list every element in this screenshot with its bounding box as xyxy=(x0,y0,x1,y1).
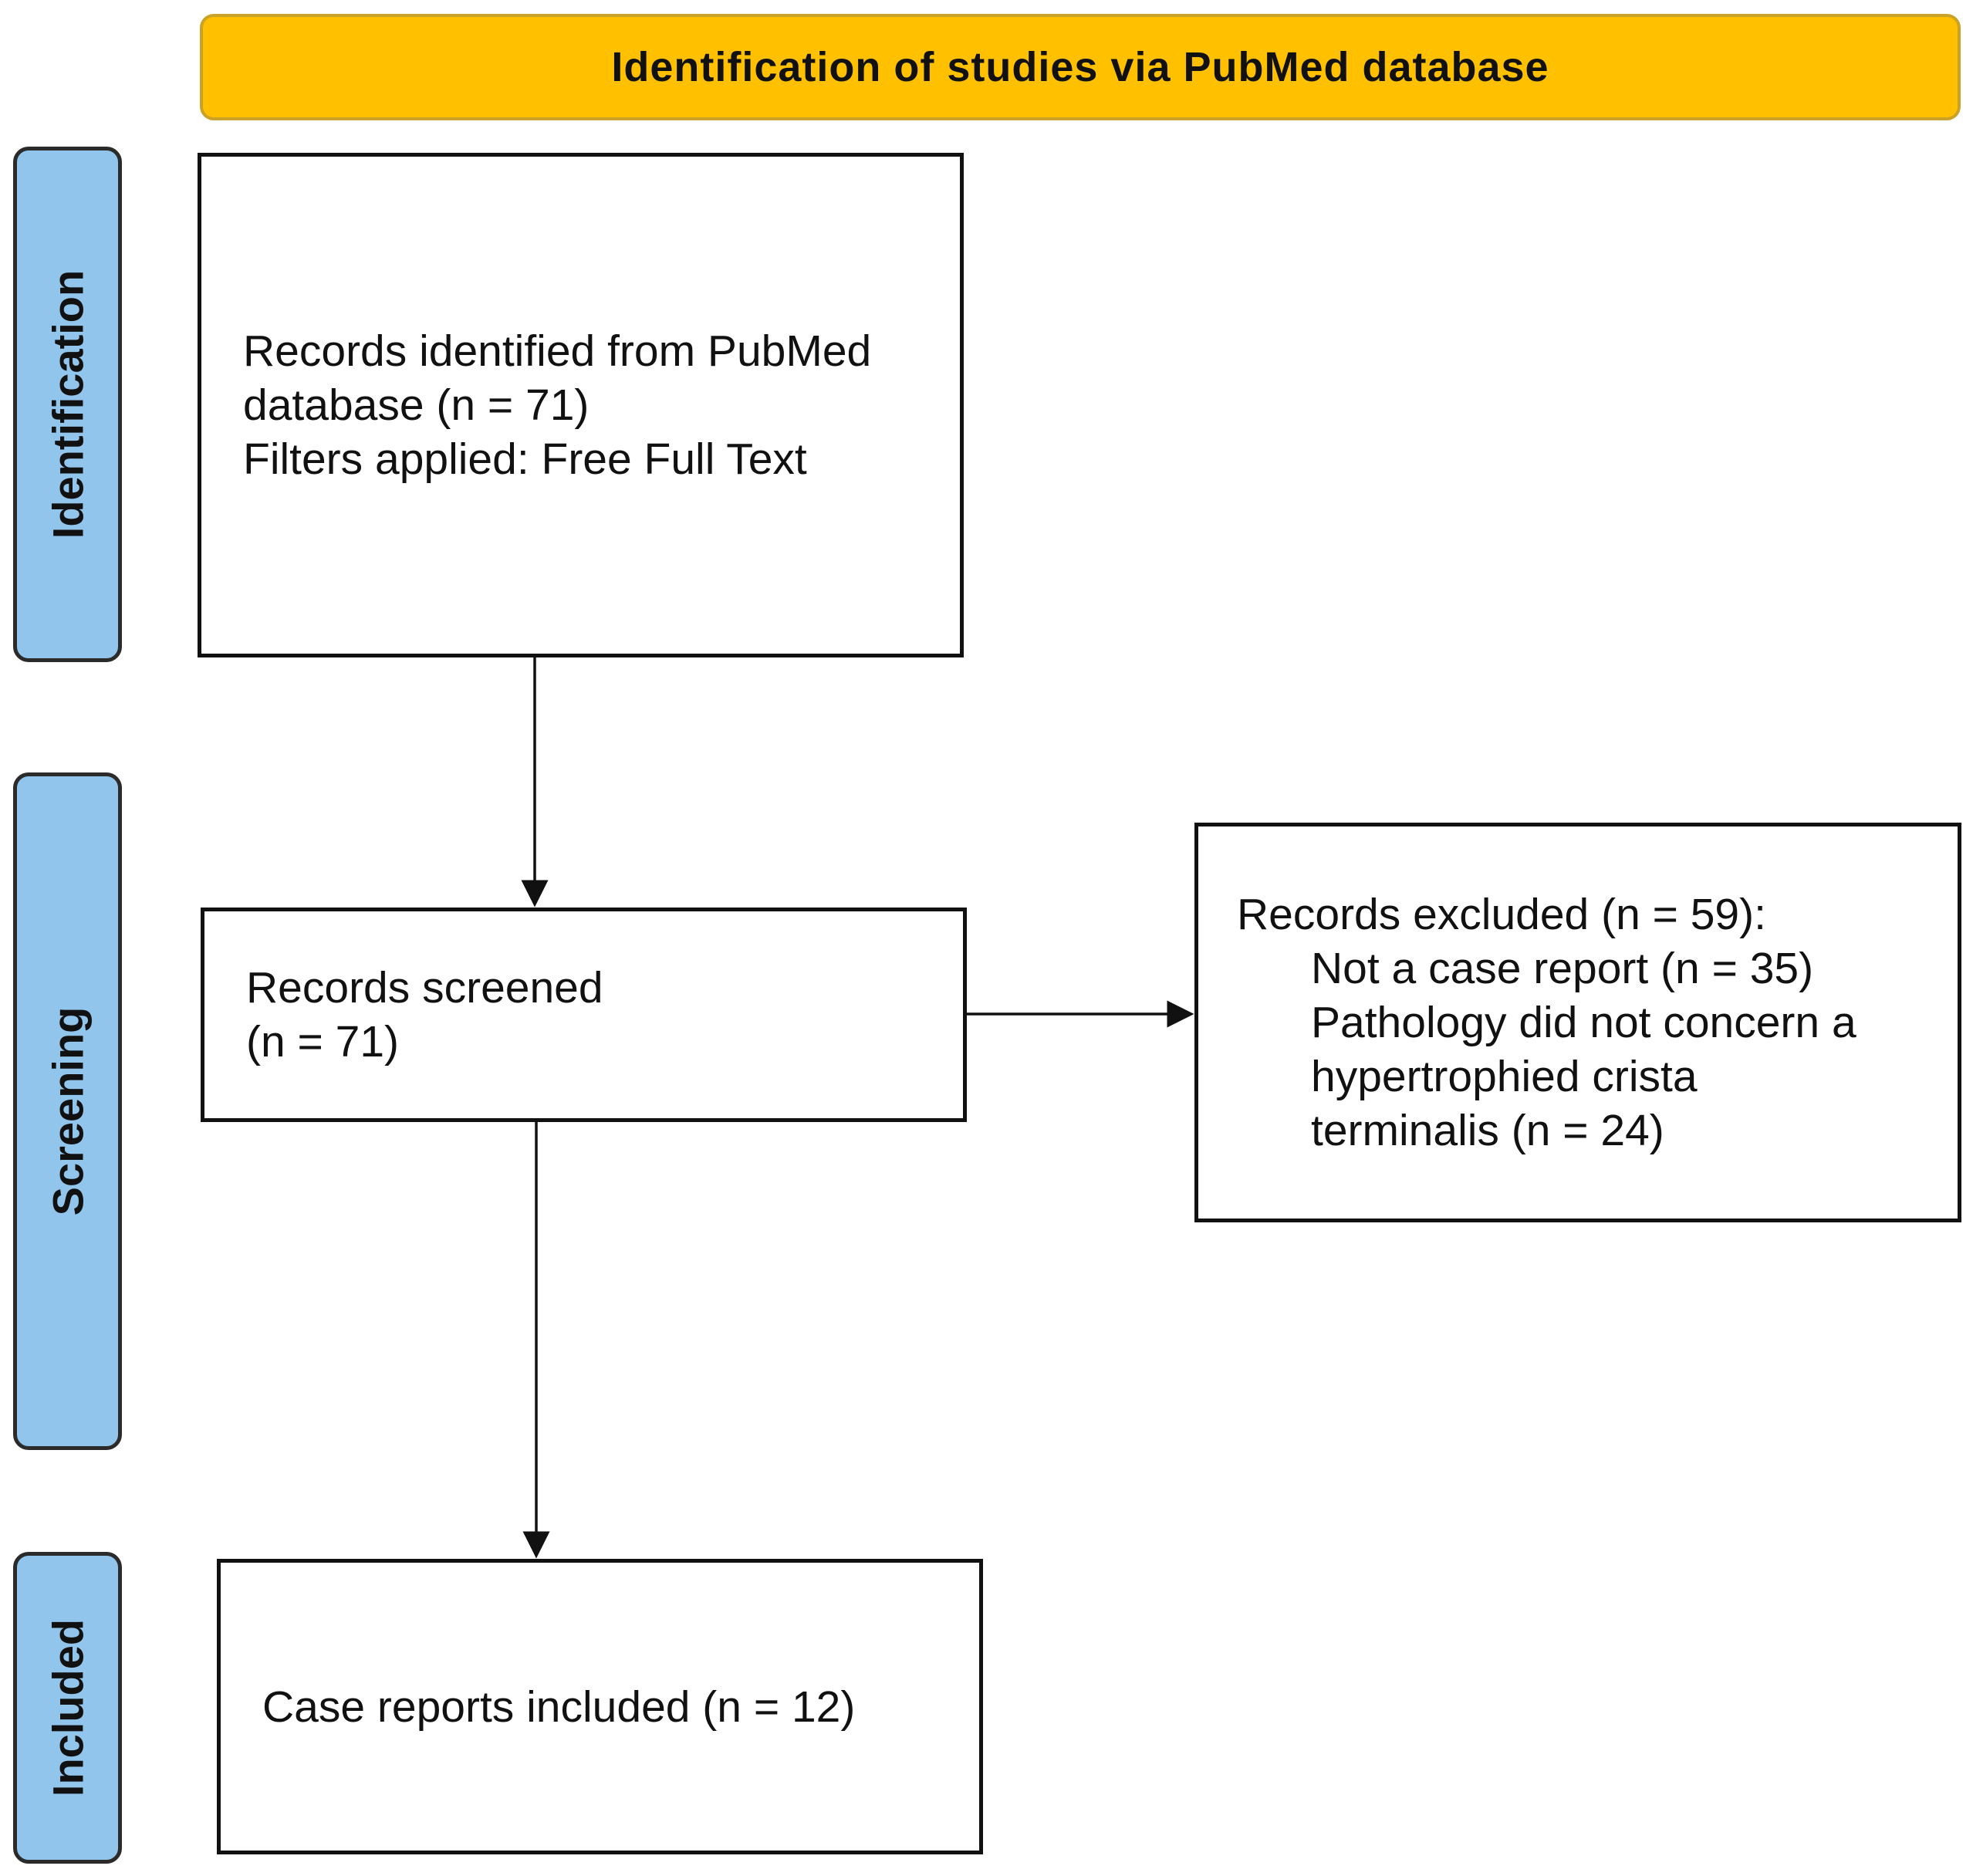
case-reports-included-box: Case reports included (n = 12) xyxy=(217,1559,983,1854)
records-excluded-box: Records excluded (n = 59): Not a case re… xyxy=(1194,823,1961,1222)
phase-included-band: Included xyxy=(13,1552,122,1864)
header-band: Identification of studies via PubMed dat… xyxy=(200,14,1961,120)
records-identified-line-1: Records identified from PubMed xyxy=(243,326,872,376)
records-identified-line-2: database (n = 71) xyxy=(243,380,590,430)
excluded-reason-1: Not a case report (n = 35) xyxy=(1311,944,1814,993)
records-excluded-heading: Records excluded (n = 59): xyxy=(1237,890,1766,939)
records-identified-line-3: Filters applied: Free Full Text xyxy=(243,434,807,484)
excluded-reason-3: hypertrophied crista xyxy=(1311,1052,1698,1101)
records-screened-box: Records screened (n = 71) xyxy=(201,908,967,1122)
phase-identification-band: Identification xyxy=(13,147,122,662)
case-reports-included-line: Case reports included (n = 12) xyxy=(262,1682,856,1732)
excluded-reason-4: terminalis (n = 24) xyxy=(1311,1106,1664,1155)
diagram-title: Identification of studies via PubMed dat… xyxy=(611,44,1549,90)
excluded-reason-2: Pathology did not concern a xyxy=(1311,998,1856,1047)
records-identified-box: Records identified from PubMed database … xyxy=(198,153,964,657)
records-screened-line-2: (n = 71) xyxy=(246,1017,400,1066)
phase-screening-band: Screening xyxy=(13,772,122,1450)
records-screened-line-1: Records screened xyxy=(246,963,603,1012)
